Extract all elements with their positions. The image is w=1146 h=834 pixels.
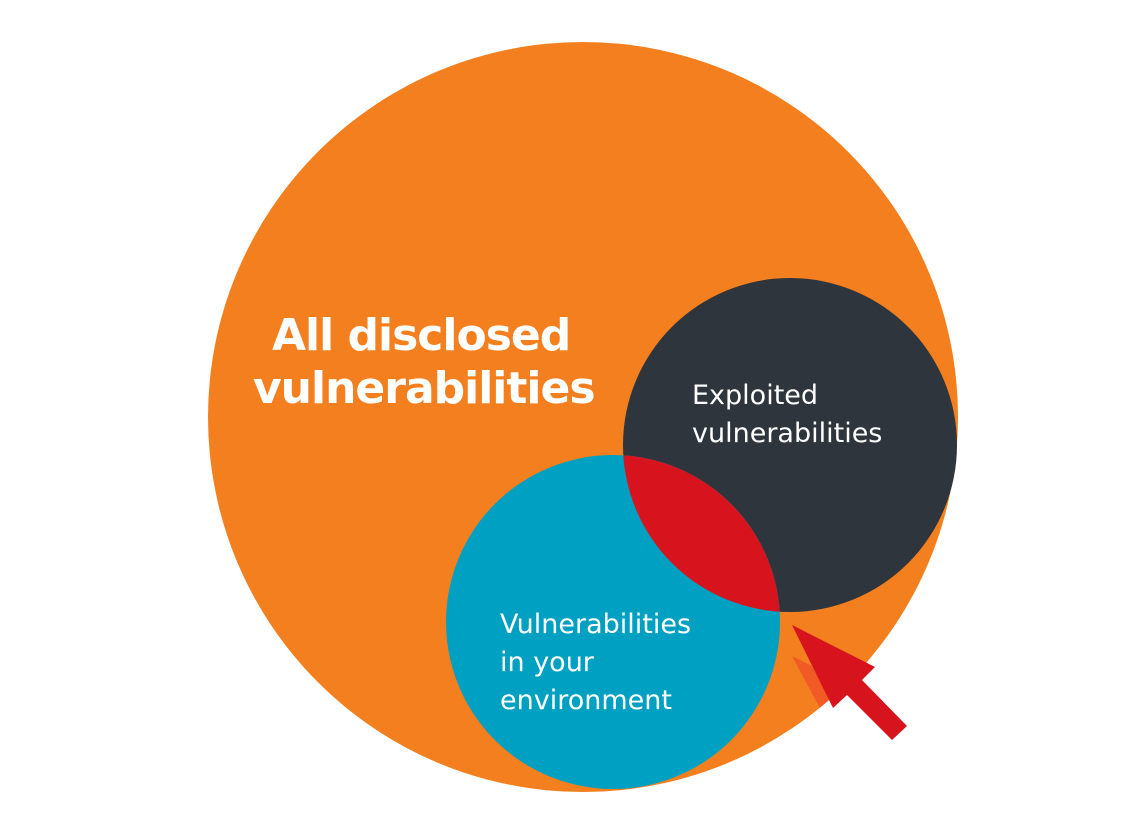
all-disclosed-label: All disclosed vulnerabilities — [253, 310, 595, 414]
exploited-label: Exploited vulnerabilities — [692, 380, 882, 449]
environment-label: Vulnerabilities in your environment — [500, 609, 700, 716]
intersection-region — [623, 455, 780, 612]
arrow-shadow — [792, 656, 834, 712]
arrow-icon — [792, 625, 907, 740]
